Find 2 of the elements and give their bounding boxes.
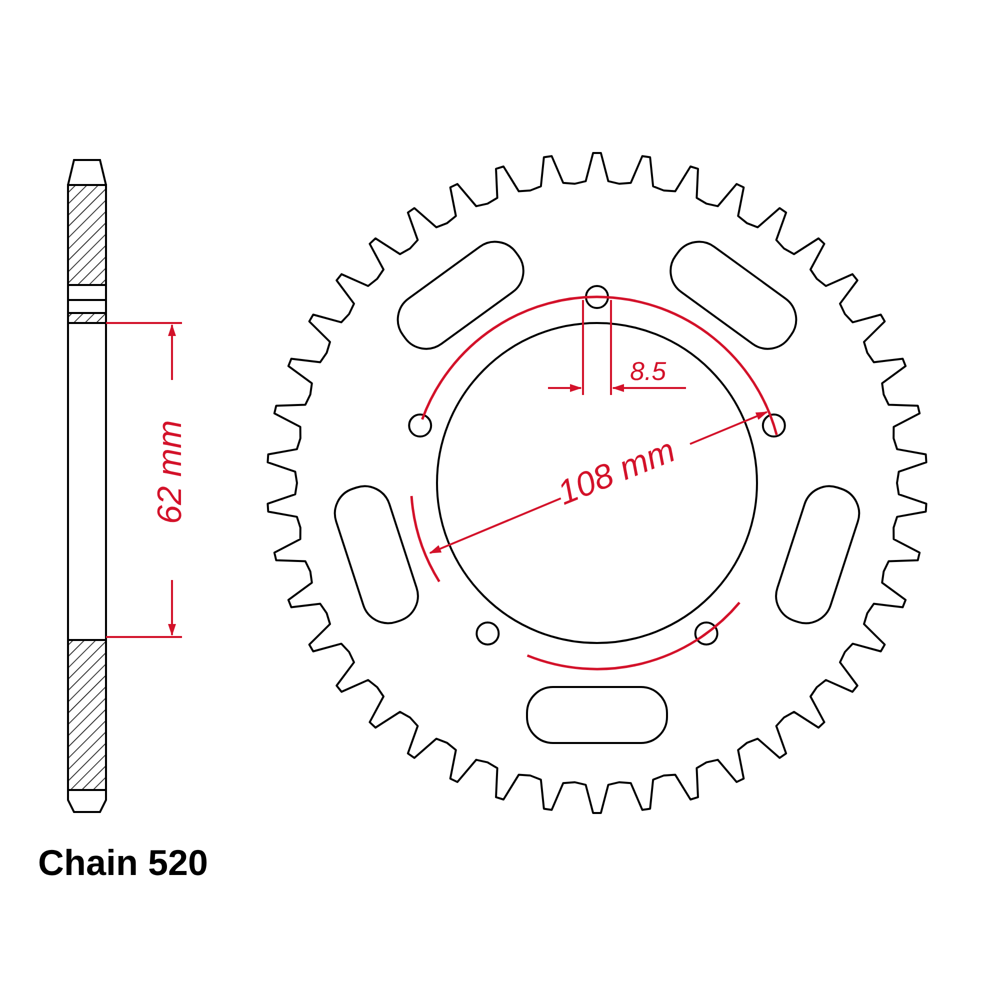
chain-size-label: Chain 520 <box>38 845 208 881</box>
dimension-label: 8.5 <box>630 358 666 384</box>
